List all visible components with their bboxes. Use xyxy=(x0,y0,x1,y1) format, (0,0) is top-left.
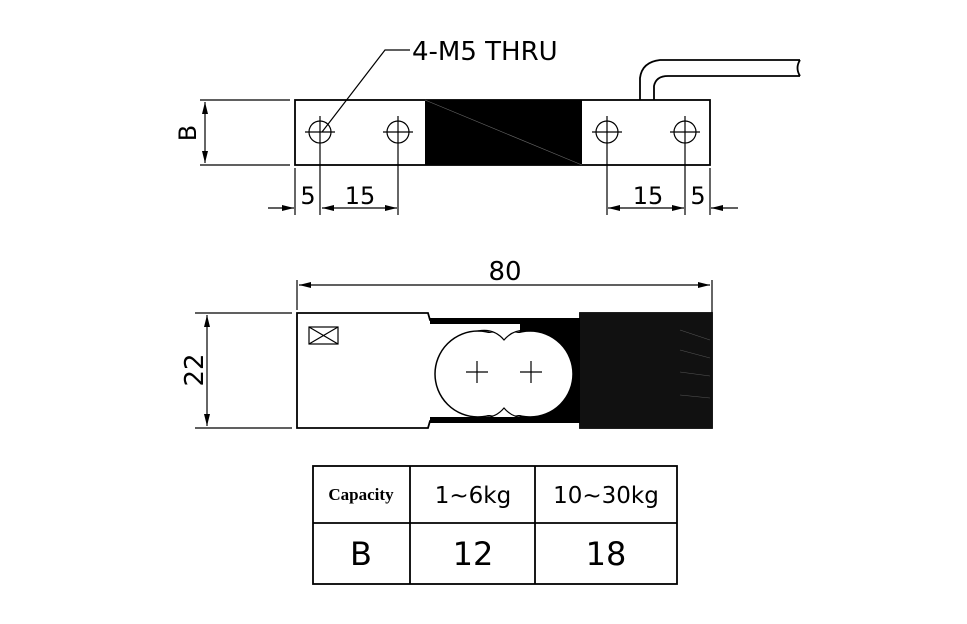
header-capacity: Capacity xyxy=(328,485,394,504)
load-direction-mark xyxy=(308,326,339,345)
callout-leader xyxy=(321,49,410,133)
top-view: 4-M5 THRU B 5 15 15 5 xyxy=(174,37,801,215)
length-dim-label: 80 xyxy=(488,257,521,287)
left-edge-dim: 5 xyxy=(300,182,315,210)
left-spacing-dim: 15 xyxy=(345,182,376,210)
header-range-2: 10~30kg xyxy=(553,483,659,509)
cable xyxy=(639,59,801,100)
header-range-1: 1~6kg xyxy=(435,483,511,509)
hole-spacing-dims: 5 15 15 5 xyxy=(268,150,738,215)
callout-label: 4-M5 THRU xyxy=(412,37,558,67)
hole xyxy=(592,116,622,150)
spec-table: Capacity 1~6kg 10~30kg B 12 18 xyxy=(312,465,678,585)
mounting-holes xyxy=(305,116,700,150)
side-view: 80 22 xyxy=(180,257,713,429)
value-range-2: 18 xyxy=(586,535,627,573)
value-range-1: 12 xyxy=(453,535,494,573)
hole xyxy=(305,116,335,150)
width-dim-label: B xyxy=(174,125,202,141)
right-edge-dim: 5 xyxy=(690,182,705,210)
row-label-b: B xyxy=(350,535,372,573)
right-spacing-dim: 15 xyxy=(633,182,664,210)
height-dim-label: 22 xyxy=(180,353,210,386)
hole xyxy=(670,116,700,150)
potted-end xyxy=(580,313,712,428)
hole xyxy=(383,116,413,150)
bending-beam-hole xyxy=(434,329,574,419)
